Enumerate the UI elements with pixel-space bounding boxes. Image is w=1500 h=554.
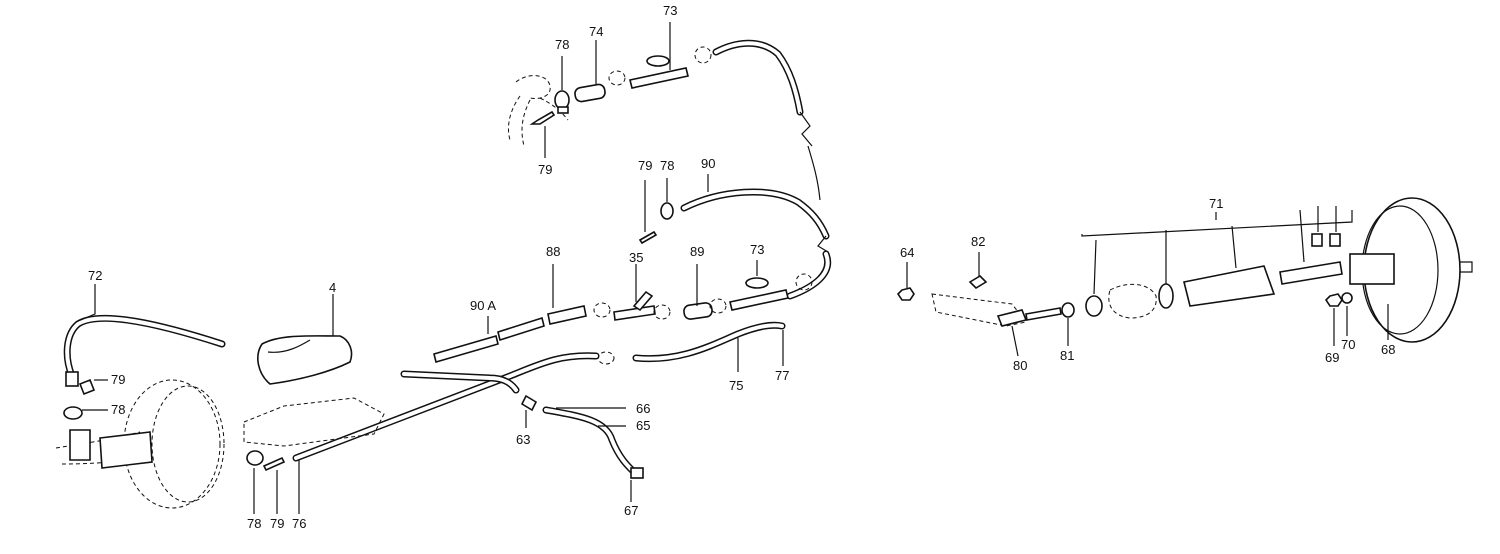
callout-78-bottom: 78 bbox=[247, 516, 261, 531]
callout-63: 63 bbox=[516, 432, 530, 447]
servo-neck bbox=[1349, 253, 1395, 285]
hose-end bbox=[65, 371, 79, 387]
callout-labels: 73 74 78 79 79 78 90 88 35 89 73 90 A 4 … bbox=[88, 3, 1395, 531]
check-valve-top bbox=[646, 55, 670, 67]
nut bbox=[896, 287, 915, 301]
short-hose bbox=[574, 83, 606, 103]
clip bbox=[968, 274, 988, 290]
leader-lines bbox=[75, 22, 1389, 514]
seal bbox=[1329, 233, 1341, 247]
t-piece-branch bbox=[632, 290, 654, 312]
callout-79-left: 79 bbox=[111, 372, 125, 387]
callout-35: 35 bbox=[629, 250, 643, 265]
callout-79-mid: 79 bbox=[638, 158, 652, 173]
hose-clip-tab bbox=[557, 106, 569, 114]
callout-64: 64 bbox=[900, 245, 914, 260]
threaded-rod bbox=[1025, 307, 1062, 321]
left-servo-assembly bbox=[55, 314, 385, 509]
screw bbox=[638, 230, 658, 245]
callout-80: 80 bbox=[1013, 358, 1027, 373]
callout-77: 77 bbox=[775, 368, 789, 383]
circlip bbox=[1085, 295, 1103, 317]
middle-hose-assembly bbox=[292, 188, 832, 479]
callout-66: 66 bbox=[636, 401, 650, 416]
callout-78-top: 78 bbox=[555, 37, 569, 52]
callout-78-left: 78 bbox=[111, 402, 125, 417]
callout-4: 4 bbox=[329, 280, 336, 295]
callout-67: 67 bbox=[624, 503, 638, 518]
callout-82: 82 bbox=[971, 234, 985, 249]
callout-79-bottom: 79 bbox=[270, 516, 284, 531]
callout-79-top: 79 bbox=[538, 162, 552, 177]
callout-74: 74 bbox=[589, 24, 603, 39]
servo-boot bbox=[99, 431, 153, 469]
callout-89: 89 bbox=[690, 244, 704, 259]
rubber-boot bbox=[1183, 265, 1276, 307]
hose-90a-right bbox=[497, 316, 545, 342]
callout-76: 76 bbox=[292, 516, 306, 531]
callout-88: 88 bbox=[546, 244, 560, 259]
check-valve bbox=[629, 67, 689, 89]
washer bbox=[1341, 292, 1353, 304]
top-hose-assembly bbox=[507, 39, 821, 201]
callout-73-mid: 73 bbox=[750, 242, 764, 257]
connector bbox=[520, 394, 538, 412]
retaining-ring bbox=[1158, 283, 1174, 309]
callout-70: 70 bbox=[1341, 337, 1355, 352]
callout-90a: 90 A bbox=[470, 298, 496, 313]
hose-90a-left bbox=[433, 335, 499, 363]
callout-72: 72 bbox=[88, 268, 102, 283]
seal bbox=[1311, 233, 1323, 247]
hose-clip bbox=[660, 202, 674, 220]
callout-90: 90 bbox=[701, 156, 715, 171]
callout-81: 81 bbox=[1060, 348, 1074, 363]
callout-75: 75 bbox=[729, 378, 743, 393]
check-valve bbox=[729, 289, 789, 311]
pushrod-boot bbox=[69, 429, 91, 461]
hose-clip bbox=[246, 450, 264, 466]
check-valve-top bbox=[745, 277, 769, 289]
hose-89 bbox=[683, 302, 713, 320]
t-piece bbox=[613, 305, 656, 321]
right-servo-assembly bbox=[896, 197, 1473, 343]
callout-78-mid: 78 bbox=[660, 158, 674, 173]
hose-cover bbox=[257, 335, 353, 385]
callout-68: 68 bbox=[1381, 342, 1395, 357]
hose-end-fitting bbox=[630, 467, 644, 479]
clevis bbox=[996, 309, 1028, 327]
nut bbox=[1324, 293, 1343, 307]
screw bbox=[78, 378, 96, 396]
screw bbox=[262, 456, 286, 472]
nut bbox=[1061, 302, 1075, 318]
callout-73-top: 73 bbox=[663, 3, 677, 18]
callout-69: 69 bbox=[1325, 350, 1339, 365]
screw bbox=[529, 110, 556, 125]
hose-88 bbox=[547, 305, 587, 325]
callout-65: 65 bbox=[636, 418, 650, 433]
pushrod bbox=[1279, 261, 1343, 285]
hose-clip bbox=[63, 406, 83, 420]
callout-71: 71 bbox=[1209, 196, 1223, 211]
